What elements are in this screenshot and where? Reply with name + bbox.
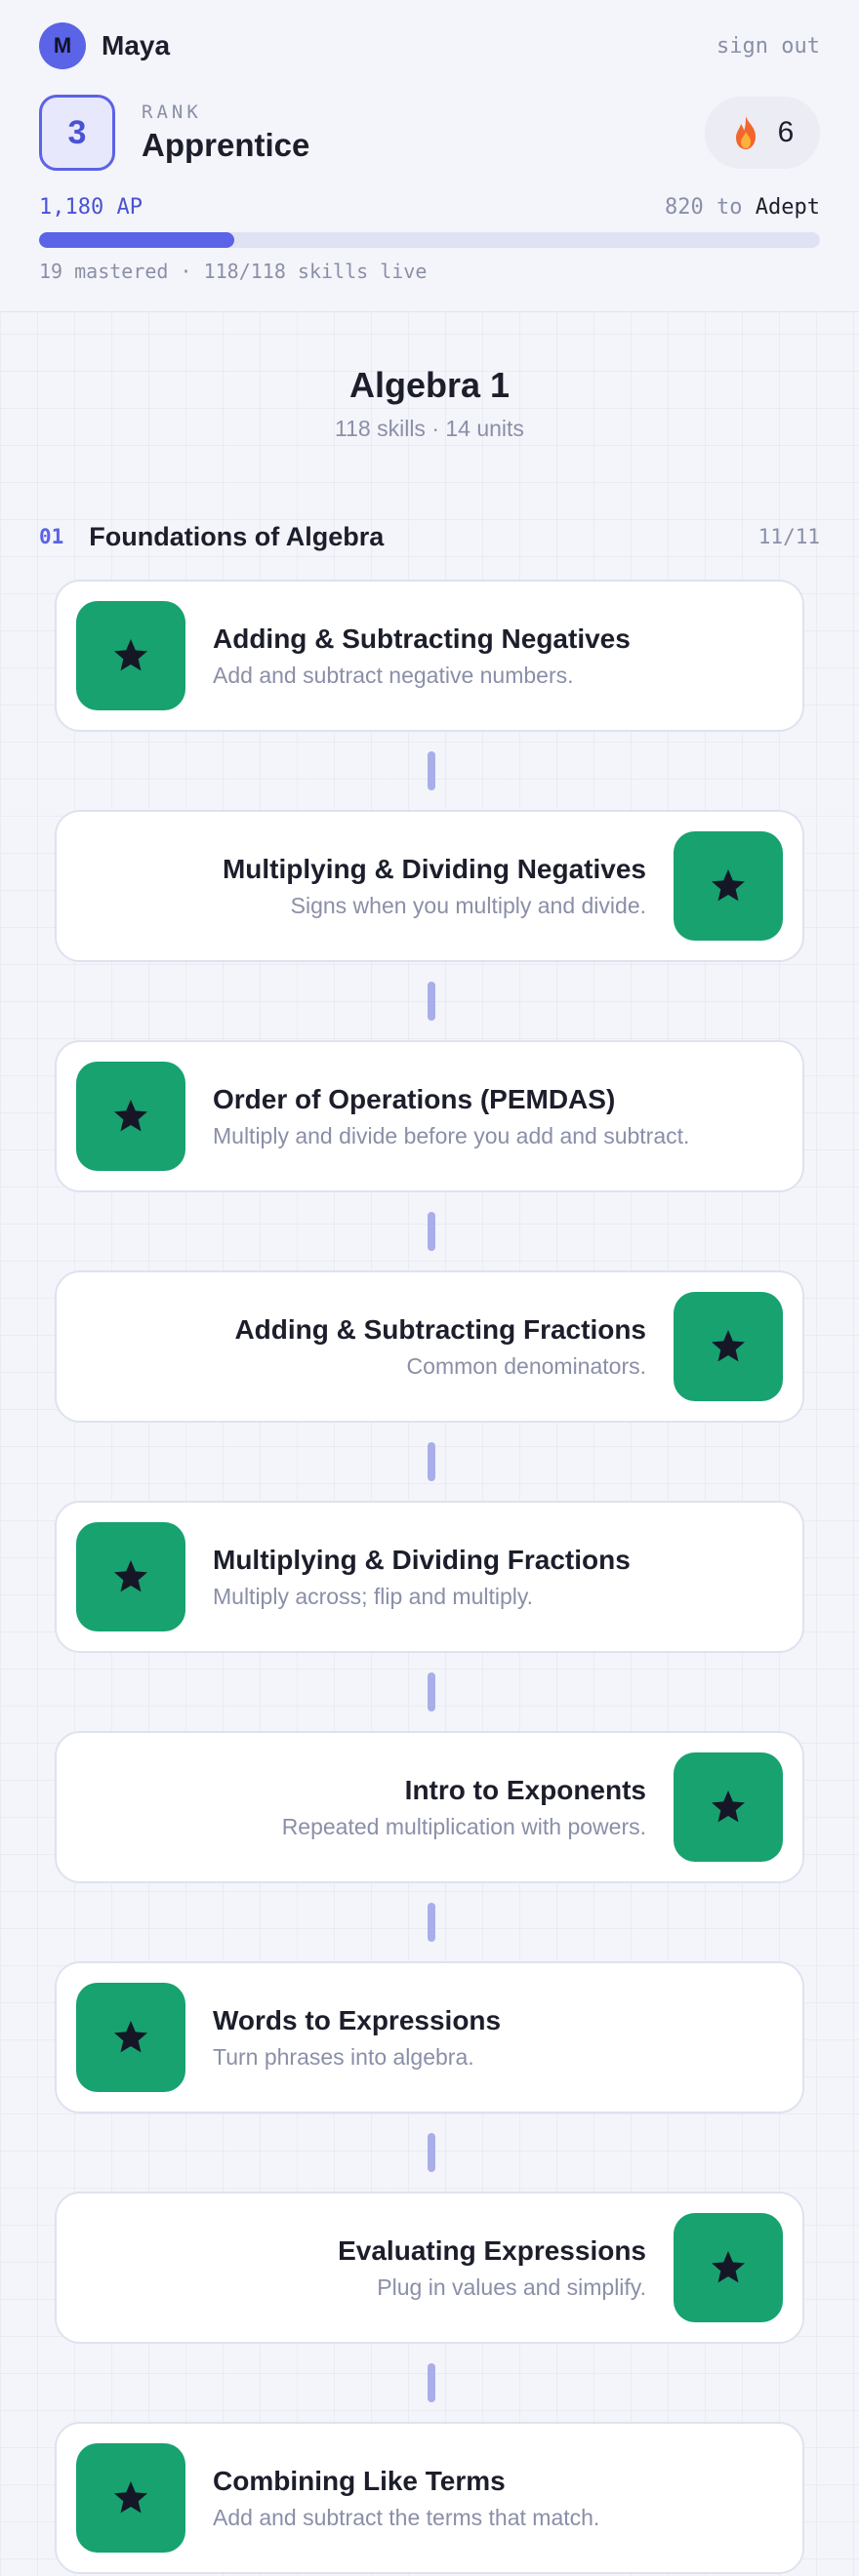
profile-header: M Maya sign out 3 RANK Apprentice 6 1,18… bbox=[0, 0, 859, 312]
flame-icon bbox=[735, 116, 756, 149]
star-icon bbox=[674, 2213, 783, 2322]
skill-title: Adding & Subtracting Negatives bbox=[213, 623, 631, 654]
unit-header[interactable]: 01 Foundations of Algebra 11/11 bbox=[39, 519, 820, 554]
path-connector bbox=[428, 1442, 435, 1481]
skill-description: Signs when you multiply and divide. bbox=[290, 892, 646, 918]
avatar[interactable]: M bbox=[39, 22, 86, 69]
ap-remaining: 820 bbox=[665, 194, 704, 220]
course-title: Algebra 1 bbox=[348, 365, 511, 405]
star-icon bbox=[76, 1983, 185, 2092]
skill-card[interactable]: Order of Operations (PEMDAS) Multiply and… bbox=[55, 1040, 804, 1192]
streak-count: 6 bbox=[777, 116, 795, 148]
path-connector bbox=[428, 2133, 435, 2172]
skill-description: Common denominators. bbox=[406, 1352, 646, 1379]
skill-title: Words to Expressions bbox=[213, 2004, 502, 2035]
skill-description: Multiply across; flip and multiply. bbox=[213, 1583, 534, 1609]
skill-title: Multiplying & Dividing Fractions bbox=[213, 1544, 631, 1575]
sign-out-link[interactable]: sign out bbox=[716, 33, 820, 59]
ap-row: 1,180 AP 820 to Adept bbox=[39, 193, 820, 221]
star-icon bbox=[76, 1522, 185, 1631]
skill-title: Adding & Subtracting Fractions bbox=[234, 1313, 646, 1345]
next-rank-name: Adept bbox=[755, 194, 820, 220]
unit-title: Foundations of Algebra bbox=[89, 521, 385, 551]
rank-name: Apprentice bbox=[142, 127, 310, 163]
skills-stats: 19 mastered · 118/118 skills live bbox=[39, 260, 428, 283]
rank-progress-bar bbox=[39, 232, 820, 248]
skill-description: Plug in values and simplify. bbox=[377, 2274, 646, 2300]
user-row: M Maya sign out bbox=[39, 21, 820, 70]
skill-description: Turn phrases into algebra. bbox=[213, 2043, 474, 2070]
rank-label: RANK bbox=[142, 101, 202, 123]
path-connector bbox=[428, 1903, 435, 1942]
rank-level-badge: 3 bbox=[39, 95, 115, 171]
unit-progress-count: 11/11 bbox=[757, 525, 820, 548]
star-icon bbox=[76, 1062, 185, 1171]
ap-to-word: to bbox=[716, 194, 743, 220]
user-name: Maya bbox=[102, 30, 171, 60]
skill-title: Combining Like Terms bbox=[213, 2465, 506, 2496]
rank-row: 3 RANK Apprentice 6 bbox=[39, 94, 820, 172]
course-subtitle: 118 skills · 14 units bbox=[335, 416, 524, 441]
skill-title: Intro to Exponents bbox=[404, 1774, 646, 1805]
path-connector bbox=[428, 2363, 435, 2402]
star-icon bbox=[76, 2443, 185, 2553]
path-connector bbox=[428, 751, 435, 790]
skill-description: Repeated multiplication with powers. bbox=[281, 1813, 646, 1839]
skill-title: Evaluating Expressions bbox=[338, 2234, 646, 2266]
path-connector bbox=[428, 982, 435, 1021]
ap-to-next: 820 to Adept bbox=[665, 195, 820, 220]
star-icon bbox=[674, 1752, 783, 1862]
skill-description: Add and subtract negative numbers. bbox=[213, 662, 574, 688]
skill-description: Add and subtract the terms that match. bbox=[213, 2504, 600, 2530]
skill-description: Multiply and divide before you add and s… bbox=[213, 1122, 690, 1148]
rank-info: RANK Apprentice bbox=[142, 101, 309, 164]
skill-text: Order of Operations (PEMDAS) Multiply and… bbox=[213, 1084, 689, 1149]
path-connector bbox=[428, 1672, 435, 1711]
star-icon bbox=[674, 1292, 783, 1401]
unit-number: 01 bbox=[39, 525, 64, 548]
skill-title: Order of Operations (PEMDAS) bbox=[213, 1083, 616, 1114]
skill-title: Multiplying & Dividing Negatives bbox=[222, 853, 646, 884]
streak-pill[interactable]: 6 bbox=[705, 97, 820, 169]
rank-progress-fill bbox=[39, 232, 234, 248]
ap-total: 1,180 AP bbox=[39, 194, 143, 220]
star-icon bbox=[76, 601, 185, 710]
path-connector bbox=[428, 1212, 435, 1251]
star-icon bbox=[674, 831, 783, 941]
